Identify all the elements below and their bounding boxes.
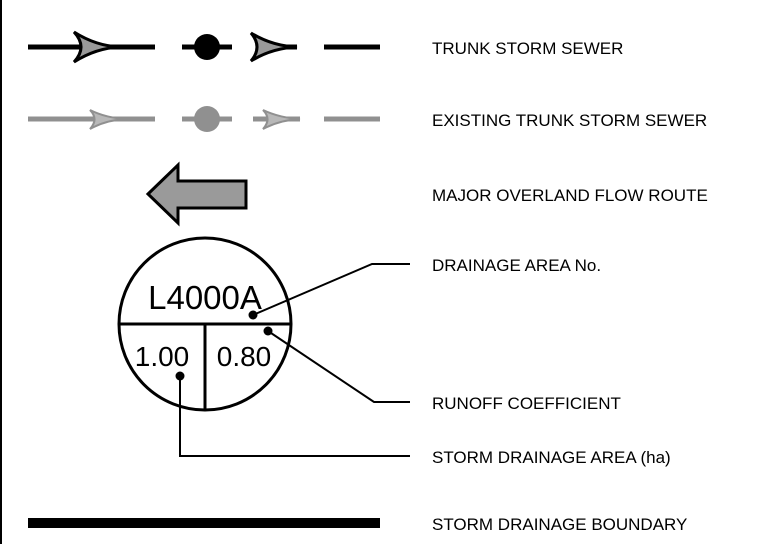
storm-drainage-area-leader-dot [175, 371, 185, 381]
overland-flow-arrow-icon [145, 161, 248, 227]
label-drainage-area-no: DRAINAGE AREA No. [432, 256, 601, 275]
runoff-coefficient-leader-dot [263, 326, 273, 336]
runoff-coefficient-value: 0.80 [217, 341, 272, 372]
storm-drainage-area-leader [179, 376, 410, 457]
label-trunk-storm-sewer: TRUNK STORM SEWER [432, 39, 623, 58]
drainage-area-symbol: L4000A 1.00 0.80 [117, 236, 293, 412]
existing-trunk-storm-sewer-line-icon [28, 106, 380, 132]
drainage-area-number: L4000A [148, 279, 262, 316]
label-existing-trunk-storm-sewer: EXISTING TRUNK STORM SEWER [432, 111, 707, 130]
label-storm-drainage-area: STORM DRAINAGE AREA (ha) [432, 448, 671, 467]
storm-drainage-area-value: 1.00 [135, 341, 190, 372]
drainage-area-no-leader-dot [248, 310, 258, 320]
label-storm-drainage-boundary: STORM DRAINAGE BOUNDARY [432, 515, 687, 534]
drainage-area-no-leader [252, 263, 410, 316]
runoff-coefficient-leader [267, 330, 410, 403]
trunk-storm-sewer-line-icon [28, 30, 380, 64]
label-runoff-coefficient: RUNOFF COEFFICIENT [432, 394, 621, 413]
leader-lines [179, 263, 410, 457]
label-major-overland-flow-route: MAJOR OVERLAND FLOW ROUTE [432, 186, 708, 205]
